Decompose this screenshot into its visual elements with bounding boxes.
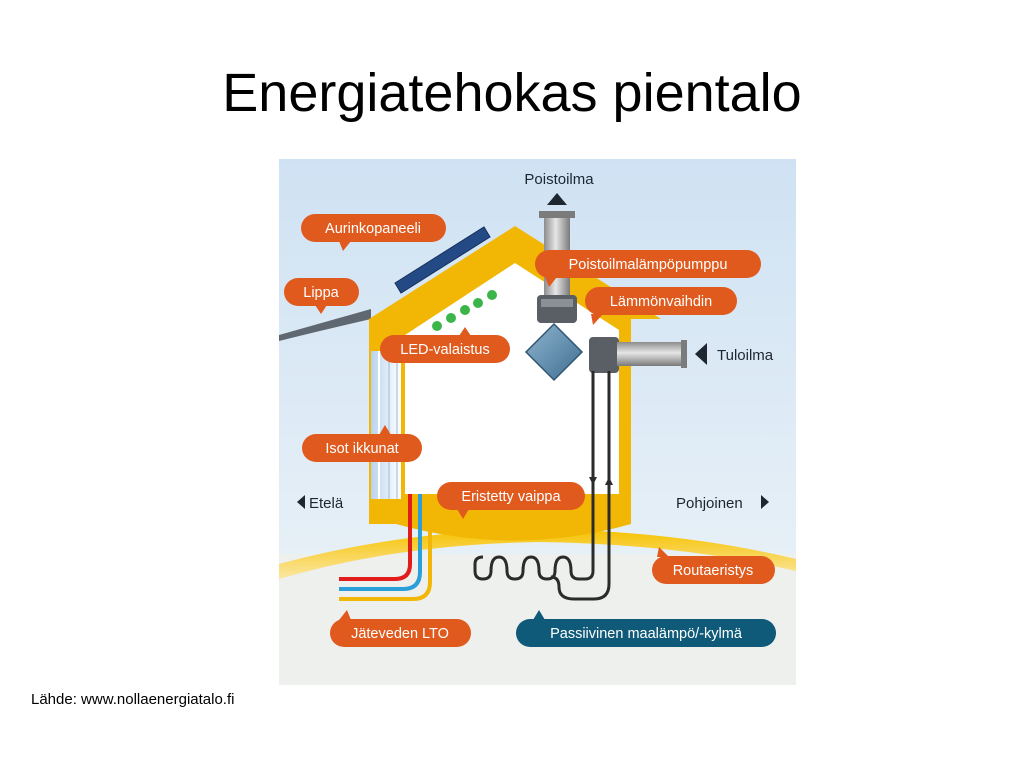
callout-frost-insulation: Routaeristys xyxy=(652,547,775,584)
south-label: Etelä xyxy=(309,495,344,512)
supply-arrow-icon xyxy=(695,343,707,365)
waste-water-label: Jäteveden LTO xyxy=(351,626,449,642)
exhaust-air-label: Poistoilma xyxy=(524,171,594,188)
frost-insulation-label: Routaeristys xyxy=(673,563,754,579)
led-lights xyxy=(432,290,497,331)
supply-air-label: Tuloilma xyxy=(717,347,774,364)
callout-exhaust-heat-pump: Poistoilmalämpöpumppu xyxy=(535,250,761,287)
solar-panel xyxy=(394,226,491,294)
callout-passive-geothermal: Passiivinen maalämpö/-kylmä xyxy=(516,610,776,647)
led-lighting-label: LED-valaistus xyxy=(400,342,489,358)
callout-led-lighting: LED-valaistus xyxy=(380,327,510,363)
waste-water-pipes xyxy=(339,494,432,601)
ground-loop-pipes xyxy=(473,371,611,601)
energy-house-diagram: Poistoilma Tuloilma Etelä Pohjoinen Auri… xyxy=(279,159,796,685)
slide-title: Energiatehokas pientalo xyxy=(222,63,802,123)
large-windows xyxy=(371,351,401,499)
supply-air-pipe xyxy=(617,342,685,366)
heat-exchanger-unit xyxy=(524,322,584,382)
callout-canopy: Lippa xyxy=(284,278,359,314)
callout-waste-water: Jäteveden LTO xyxy=(330,610,471,647)
callout-insulated-envelope: Eristetty vaippa xyxy=(437,482,585,519)
heat-exchanger-label: Lämmönvaihdin xyxy=(610,294,712,310)
south-arrow-icon xyxy=(297,495,305,509)
callout-heat-exchanger: Lämmönvaihdin xyxy=(585,287,737,325)
canopy-label: Lippa xyxy=(303,285,339,301)
insulated-envelope-label: Eristetty vaippa xyxy=(461,489,561,505)
large-windows-label: Isot ikkunat xyxy=(325,441,398,457)
callout-large-windows: Isot ikkunat xyxy=(302,425,422,462)
north-label: Pohjoinen xyxy=(676,495,743,512)
callout-solar-panel: Aurinkopaneeli xyxy=(301,214,446,251)
solar-panel-label: Aurinkopaneeli xyxy=(325,221,421,237)
exhaust-arrow-icon xyxy=(547,193,567,205)
canopy-shape xyxy=(279,309,371,341)
exhaust-heat-pump-label: Poistoilmalämpöpumppu xyxy=(569,257,728,273)
source-citation: Lähde: www.nollaenergiatalo.fi xyxy=(31,691,235,708)
passive-geothermal-label: Passiivinen maalämpö/-kylmä xyxy=(550,626,743,642)
north-arrow-icon xyxy=(761,495,769,509)
